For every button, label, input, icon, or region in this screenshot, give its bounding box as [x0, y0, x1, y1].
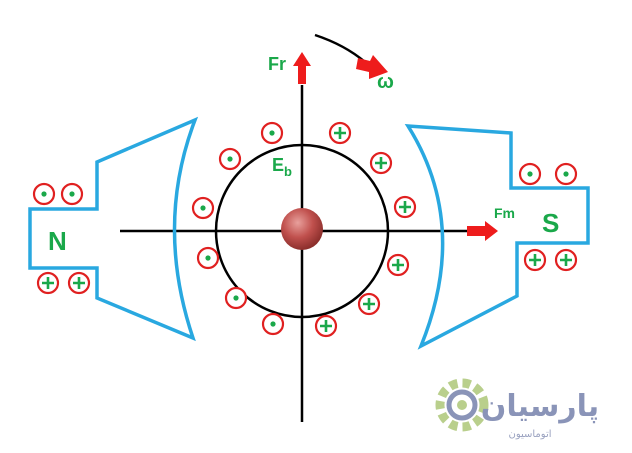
conductor-dot-icon [60, 182, 84, 206]
conductor-cross-icon [554, 248, 578, 272]
gear-icon [435, 378, 489, 432]
logo-text: پارسیان [481, 389, 599, 424]
fm-label: Fm [494, 205, 515, 221]
conductor-cross-icon [328, 121, 352, 145]
conductor-dot-icon [191, 196, 215, 220]
conductor-dot-icon [32, 182, 56, 206]
fm-arrow [467, 221, 498, 241]
conductor-cross-icon [357, 292, 381, 316]
fr-arrow [293, 52, 311, 84]
conductor-dot-icon [261, 312, 285, 336]
conductor-group [32, 121, 578, 338]
rotor [281, 208, 323, 250]
back-emf-label: Eb [272, 155, 292, 179]
conductor-cross-icon [314, 314, 338, 338]
fr-label: Fr [268, 54, 286, 74]
conductor-cross-icon [36, 271, 60, 295]
rotation-label: ω [377, 71, 394, 93]
conductor-cross-icon [523, 248, 547, 272]
conductor-dot-icon [218, 147, 242, 171]
north-pole-label: N [48, 226, 67, 256]
conductor-cross-icon [386, 253, 410, 277]
conductor-dot-icon [196, 246, 220, 270]
north-pole-shape [28, 116, 199, 342]
conductor-cross-icon [369, 151, 393, 175]
conductor-cross-icon [67, 271, 91, 295]
conductor-dot-icon [554, 162, 578, 186]
rotation-arrow [356, 55, 388, 79]
armature-circle [214, 143, 390, 319]
conductor-dot-icon [260, 121, 284, 145]
logo: پارسیان اتوماسیون [435, 378, 599, 440]
conductor-dot-icon [518, 162, 542, 186]
south-pole-shape [404, 124, 590, 350]
rotation-arc [314, 33, 366, 63]
conductor-cross-icon [393, 195, 417, 219]
south-pole-label: S [542, 208, 559, 238]
logo-subtitle: اتوماسیون [508, 429, 551, 440]
conductor-dot-icon [224, 286, 248, 310]
